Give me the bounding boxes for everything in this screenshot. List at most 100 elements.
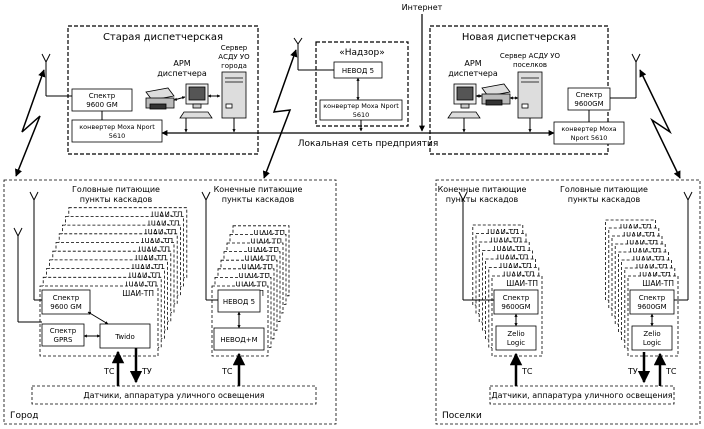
printer-icon xyxy=(481,83,511,106)
new-spektr-label: Спектр xyxy=(576,91,603,99)
city-spektr-label: Спектр xyxy=(53,294,80,302)
village-region: Поселки Конечные питающие пункты каскадо… xyxy=(435,179,701,425)
village-right-spektr-label: Спектр xyxy=(639,294,666,302)
city-region: Город Головные питающие пункты каскадов … xyxy=(3,179,337,425)
old-spektr-label: Спектр xyxy=(89,92,116,100)
shai-tp-label: ШАИ-ТП xyxy=(148,219,180,228)
shai-tp-label: ШАИ-ТП xyxy=(238,272,270,281)
shai-tp-label: ШАИ-ТП xyxy=(244,255,276,264)
village-left-zelio-box xyxy=(495,325,537,351)
radio-link-nadzor xyxy=(262,49,298,179)
old-server-label-3: города xyxy=(221,62,247,70)
old-control-room: Старая диспетчерская Спектр 9600 GM конв… xyxy=(41,25,259,155)
village-right-zelio-label: Zelio xyxy=(643,330,660,338)
old-room-title: Старая диспетчерская xyxy=(103,32,223,43)
city-sensors-box xyxy=(31,385,317,405)
shai-tp-label: ШАИ-ТП xyxy=(642,279,674,288)
new-moxa-label: конвертер Moxa xyxy=(561,125,616,133)
city-tu-label: ТУ xyxy=(141,367,152,376)
shai-tp-label: ШАИ-ТП xyxy=(132,263,164,272)
city-twido-box xyxy=(99,323,151,349)
lan-label: Локальная сеть предприятия xyxy=(298,139,439,149)
shai-tp-label: ШАИ-ТП xyxy=(129,272,161,281)
shai-tp-label: ШАИ-ТП xyxy=(135,254,167,263)
antenna-icon xyxy=(610,53,641,99)
village-right-spektr-model: 9600GM xyxy=(637,303,666,311)
city-nevod5-label: НЕВОД 5 xyxy=(223,298,255,306)
village-sensors-box xyxy=(489,385,675,405)
old-moxa-label: конвертер Moxa Nport xyxy=(79,123,155,131)
antenna-icon xyxy=(13,227,42,323)
antenna-icon xyxy=(458,191,494,301)
new-arm-label-2: диспетчера xyxy=(448,69,498,78)
shai-tp-label: ШАИ-ТП xyxy=(626,239,658,248)
village-end-title: Конечные питающие xyxy=(438,185,527,194)
radio-link-old xyxy=(15,69,46,177)
shai-tp-label: ШАИ-ТП xyxy=(487,228,519,237)
shai-tp-label: ШАИ-ТП xyxy=(151,211,183,220)
shai-tp-label: ШАИ-ТП xyxy=(503,271,535,280)
village-left-zelio-model: Logic xyxy=(507,339,525,347)
village-right-spektr-box xyxy=(629,289,675,315)
city-sensors-label: Датчики, аппаратура уличного освещения xyxy=(83,391,264,400)
old-arm-label: АРМ xyxy=(173,59,190,68)
old-server-label-2: АСДУ УО xyxy=(218,53,250,61)
shai-tp-label: ШАИ-ТП xyxy=(250,237,282,246)
shai-tp-label: ШАИ-ТП xyxy=(633,255,665,264)
village-head-title: Головные питающие xyxy=(560,185,648,194)
new-spektr-model: 9600GM xyxy=(574,100,603,108)
village-right-zelio-box xyxy=(631,325,673,351)
shai-tp-label: ШАИ-ТП xyxy=(138,246,170,255)
shai-tp-label: ШАИ-ТП xyxy=(639,271,671,280)
shai-tp-label: ШАИ-ТП xyxy=(500,262,532,271)
internet-label: Интернет xyxy=(402,3,443,12)
city-ts-label-2: ТС xyxy=(221,367,233,376)
shai-tp-label: ШАИ-ТП xyxy=(235,280,267,289)
old-server-label: Сервер xyxy=(221,44,248,52)
antenna-icon xyxy=(41,53,72,97)
shai-tp-label: ШАИ-ТП xyxy=(490,237,522,246)
village-ts-label: ТС xyxy=(521,367,533,376)
village-end-title-2: пункты каскадов xyxy=(446,195,519,204)
new-server-label-2: поселков xyxy=(513,61,547,69)
shai-tp-label: ШАИ-ТП xyxy=(506,279,538,288)
shai-tp-label: ШАИ-ТП xyxy=(636,263,668,272)
nadzor-nevod-label: НЕВОД 5 xyxy=(342,67,374,75)
old-spektr-model: 9600 GM xyxy=(86,101,118,109)
new-room-title: Новая диспетчерская xyxy=(462,32,576,43)
monitor-icon xyxy=(447,83,481,119)
radio-link-new xyxy=(639,69,681,179)
shai-tp-label: ШАИ-ТП xyxy=(623,231,655,240)
village-label: Поселки xyxy=(442,411,482,421)
nadzor-box: «Надзор» НЕВОД 5 конвертер Moxa Nport 56… xyxy=(293,37,409,132)
shai-tp-label: ШАИ-ТП xyxy=(247,246,279,255)
city-head-title-2: пункты каскадов xyxy=(80,195,153,204)
antenna-icon xyxy=(293,37,334,71)
nadzor-title: «Надзор» xyxy=(339,48,385,58)
old-arm-label-2: диспетчера xyxy=(157,69,207,78)
city-nevodm-box xyxy=(213,327,265,351)
shai-tp-label: ШАИ-ТП xyxy=(493,245,525,254)
shai-tp-label: ШАИ-ТП xyxy=(145,228,177,237)
shai-tp-label: ШАИ-ТП xyxy=(253,229,285,238)
shai-tp-label: ШАИ-ТП xyxy=(241,263,273,272)
shai-tp-label: ШАИ-ТП xyxy=(497,254,529,263)
shai-tp-label: ШАИ-ТП xyxy=(141,237,173,246)
antenna-icon xyxy=(29,191,42,301)
village-sensors-label: Датчики, аппаратура уличного освещения xyxy=(491,391,672,400)
antenna-icon xyxy=(201,191,218,301)
village-left-spektr-label: Спектр xyxy=(503,294,530,302)
city-head-title: Головные питающие xyxy=(72,185,160,194)
printer-icon xyxy=(145,87,175,110)
shai-tp-label: ШАИ-ТП xyxy=(125,280,157,289)
village-left-zelio-label: Zelio xyxy=(507,330,524,338)
server-icon xyxy=(221,71,247,119)
city-twido-label: Twido xyxy=(114,333,135,341)
village-tu-label: ТУ xyxy=(627,367,638,376)
server-icon xyxy=(517,71,543,119)
old-moxa-model: 5610 xyxy=(109,132,126,140)
city-spektr-box xyxy=(41,289,91,315)
shai-tp-label: ШАИ-ТП xyxy=(629,247,661,256)
village-right-zelio-model: Logic xyxy=(643,339,661,347)
